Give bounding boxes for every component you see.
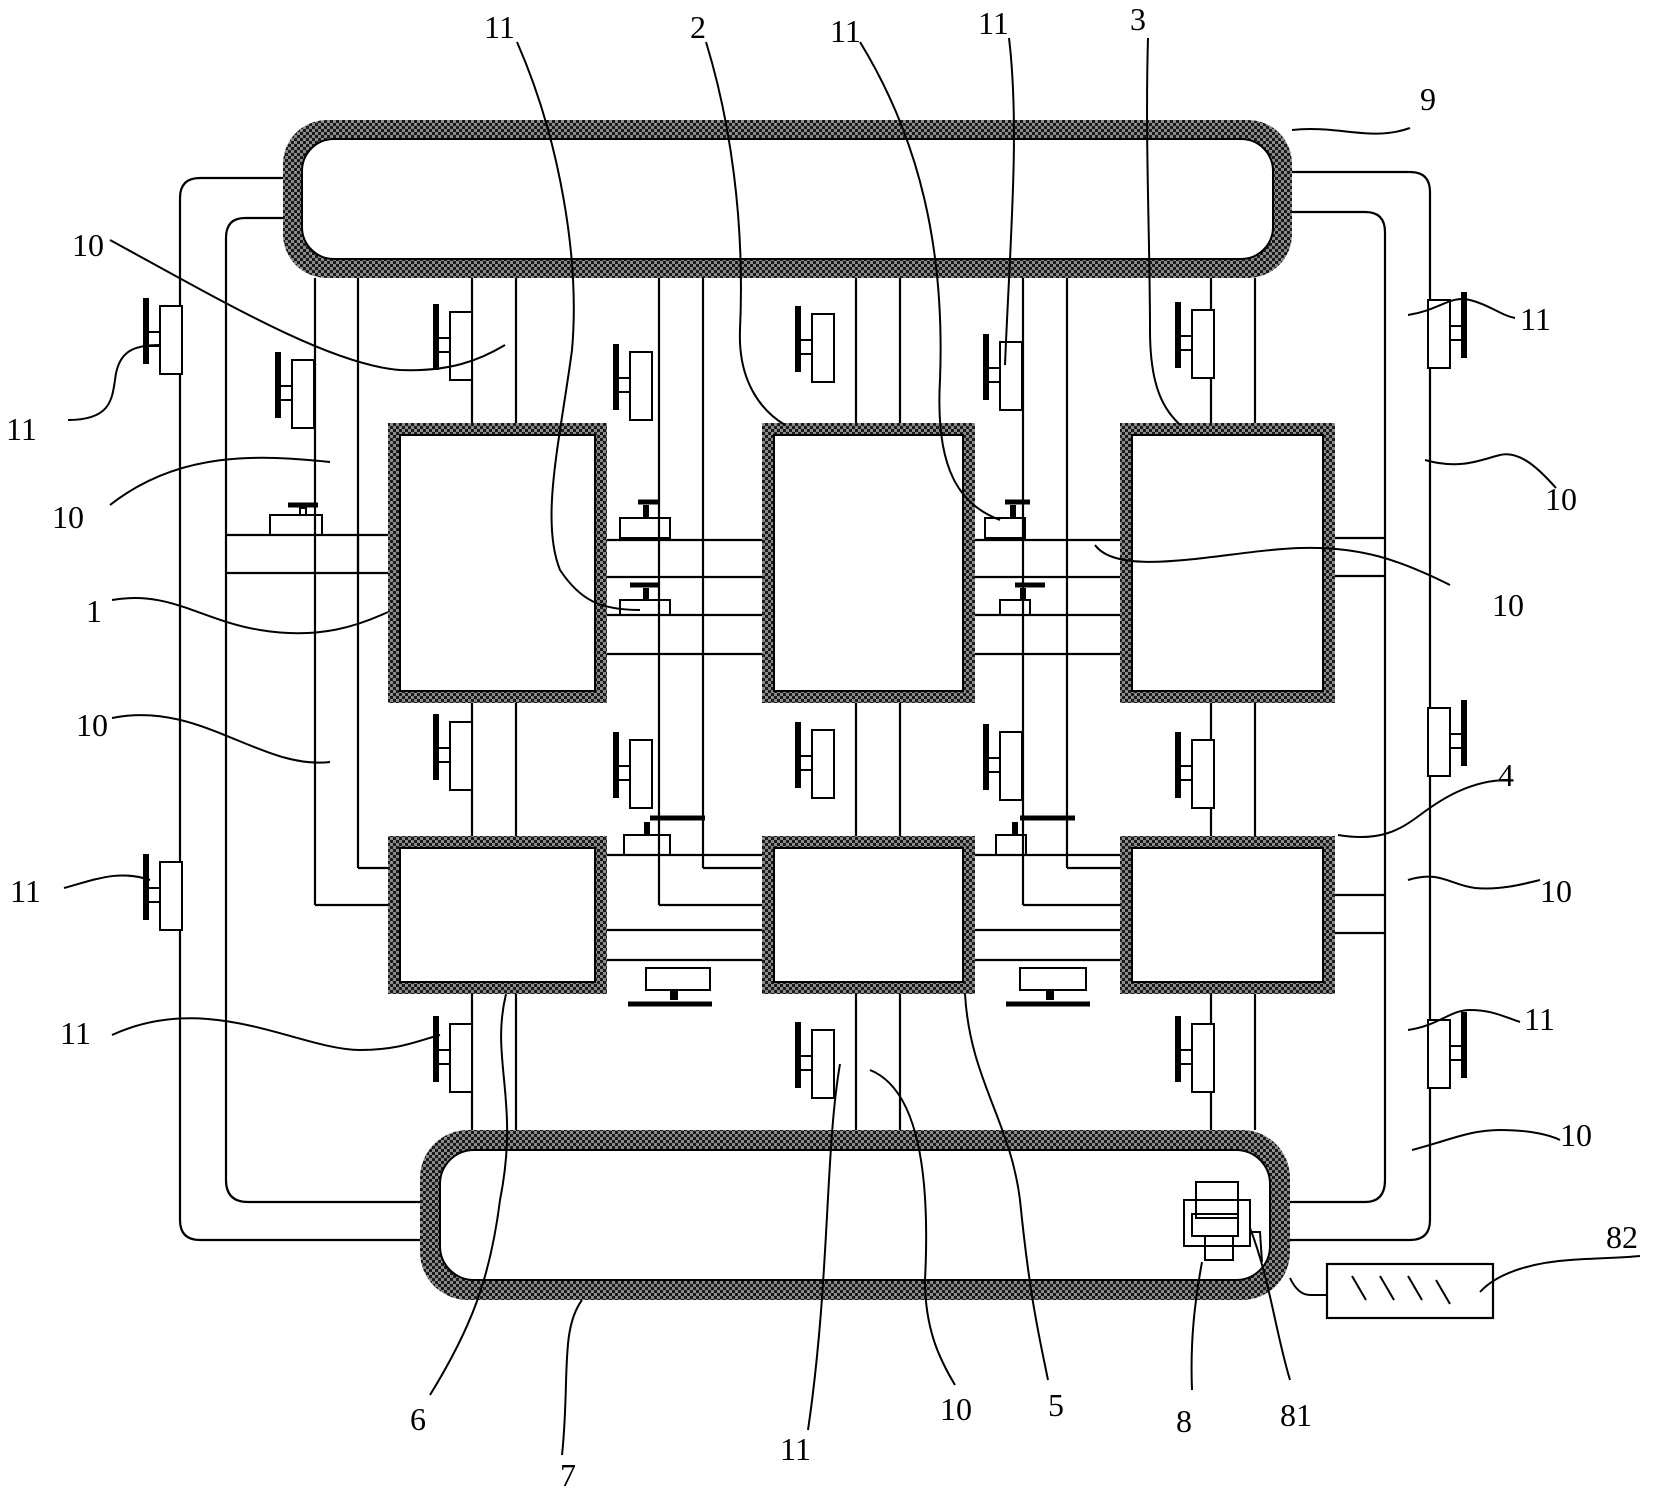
label-11-a: 11 bbox=[484, 9, 515, 45]
valve-11-7 bbox=[1175, 302, 1215, 379]
valve-11-4 bbox=[613, 344, 653, 421]
valve-11-3 bbox=[433, 304, 473, 381]
top-frame-9-inner bbox=[301, 138, 1274, 260]
valve-11-1 bbox=[143, 298, 183, 375]
label-11-right-top: 11 bbox=[1520, 301, 1551, 337]
valve-11-11 bbox=[795, 722, 835, 799]
label-7: 7 bbox=[560, 1457, 576, 1488]
valve-h-5 bbox=[999, 582, 1045, 616]
valve-11-16 bbox=[433, 1016, 473, 1093]
label-6: 6 bbox=[410, 1401, 426, 1437]
box-5 bbox=[762, 836, 975, 994]
valve-h-8 bbox=[628, 967, 712, 1007]
label-11-left-mid: 11 bbox=[10, 873, 41, 909]
label-3: 3 bbox=[1130, 1, 1146, 37]
bottom-frame-7-inner bbox=[439, 1149, 1271, 1281]
valve-11-13 bbox=[1175, 732, 1215, 809]
label-11-bottom: 11 bbox=[780, 1431, 811, 1467]
valve-11-12 bbox=[983, 724, 1023, 801]
valve-11-10 bbox=[613, 732, 653, 809]
valve-11-2 bbox=[275, 352, 315, 429]
label-8: 8 bbox=[1176, 1403, 1192, 1439]
label-11-right-low: 11 bbox=[1524, 1001, 1555, 1037]
small-valves bbox=[269, 499, 1090, 1007]
label-81: 81 bbox=[1280, 1397, 1312, 1433]
outer-pipe-right bbox=[1285, 170, 1432, 1242]
box-6 bbox=[388, 836, 607, 994]
valve-11-17 bbox=[795, 1022, 835, 1099]
label-10-left2: 10 bbox=[52, 499, 84, 535]
label-11-c: 11 bbox=[978, 5, 1009, 41]
box-2 bbox=[762, 423, 975, 703]
label-1: 1 bbox=[86, 593, 102, 629]
pump-8 bbox=[1183, 1181, 1263, 1263]
label-5: 5 bbox=[1048, 1387, 1064, 1423]
valve-h-2 bbox=[619, 499, 671, 539]
label-10-right1: 10 bbox=[1545, 481, 1577, 517]
valve-h-9 bbox=[1006, 967, 1090, 1007]
valve-h-6 bbox=[623, 815, 705, 856]
leader-lines bbox=[63, 37, 1641, 1456]
valves bbox=[143, 292, 1467, 1099]
box-1 bbox=[388, 423, 607, 703]
label-11-left-top: 11 bbox=[6, 411, 37, 447]
valve-11-6 bbox=[983, 334, 1023, 411]
valve-11-8 bbox=[1427, 292, 1467, 369]
box-4 bbox=[1120, 836, 1335, 994]
box-3 bbox=[1120, 423, 1335, 703]
valve-h-3 bbox=[619, 582, 671, 616]
device-82 bbox=[1325, 1262, 1495, 1320]
vertical-tubes bbox=[313, 278, 1257, 1130]
valve-11-19 bbox=[1427, 1012, 1467, 1089]
label-9: 9 bbox=[1420, 81, 1436, 117]
label-11-b: 11 bbox=[830, 13, 861, 49]
valve-h-4 bbox=[984, 499, 1030, 539]
inner-pipe-left bbox=[224, 216, 420, 1204]
label-4: 4 bbox=[1498, 757, 1514, 793]
label-10-a: 10 bbox=[72, 227, 104, 263]
valve-h-7 bbox=[995, 815, 1075, 856]
label-10-left3: 10 bbox=[76, 707, 108, 743]
label-2: 2 bbox=[690, 9, 706, 45]
valve-11-15 bbox=[143, 854, 183, 931]
label-10-right2: 10 bbox=[1492, 587, 1524, 623]
valve-h-1 bbox=[269, 502, 323, 536]
outer-pipe-left bbox=[178, 176, 420, 1242]
label-10-right4: 10 bbox=[1560, 1117, 1592, 1153]
label-82: 82 bbox=[1606, 1219, 1638, 1255]
valve-11-5 bbox=[795, 306, 835, 383]
valve-11-14 bbox=[1427, 700, 1467, 777]
valve-11-9 bbox=[433, 714, 473, 791]
cable-81 bbox=[1289, 1277, 1327, 1296]
label-11-left-low: 11 bbox=[60, 1015, 91, 1051]
labels: 11 2 11 11 3 9 10 11 11 10 10 10 1 10 4 … bbox=[6, 1, 1638, 1488]
label-10-right3: 10 bbox=[1540, 873, 1572, 909]
label-10-bottom: 10 bbox=[940, 1391, 972, 1427]
valve-11-18 bbox=[1175, 1016, 1215, 1093]
inner-pipe-right bbox=[1285, 210, 1387, 1204]
